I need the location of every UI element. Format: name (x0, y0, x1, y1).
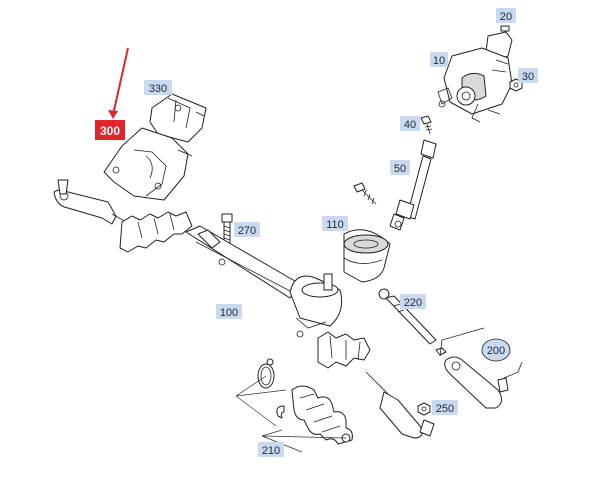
svg-text:330: 330 (149, 83, 167, 95)
callout-220[interactable]: 220 (400, 294, 426, 309)
callout-250[interactable]: 250 (432, 400, 458, 415)
callout-50[interactable]: 50 (390, 160, 410, 175)
part-110-boot-cap (343, 229, 391, 283)
part-250-nut (417, 402, 431, 416)
part-330-heat-shield (149, 93, 207, 143)
callout-200[interactable]: 200 (481, 338, 511, 362)
svg-text:200: 200 (487, 345, 505, 357)
svg-text:220: 220 (404, 297, 422, 309)
callout-10[interactable]: 10 (430, 52, 448, 67)
part-210-boot-kit (235, 358, 353, 453)
part-200-tie-rod-end (435, 327, 523, 409)
svg-text:100: 100 (220, 307, 238, 319)
part-270-bolt (221, 213, 233, 247)
svg-text:40: 40 (404, 119, 416, 131)
callout-270[interactable]: 270 (234, 222, 260, 237)
callout-110[interactable]: 110 (322, 216, 348, 231)
callout-20[interactable]: 20 (496, 8, 516, 23)
callout-330[interactable]: 330 (144, 80, 172, 95)
part-10-steering-column (437, 31, 513, 123)
svg-text:10: 10 (433, 55, 445, 67)
callout-30[interactable]: 30 (518, 68, 538, 83)
svg-text:110: 110 (326, 219, 344, 231)
part-300-heat-shield (103, 127, 193, 201)
part-100-steering-rack (53, 179, 435, 439)
part-40-bolt (420, 115, 433, 135)
part-clamp-bolt (353, 182, 377, 205)
callout-40[interactable]: 40 (400, 116, 420, 131)
svg-text:20: 20 (500, 11, 512, 23)
callout-300[interactable]: 300 (95, 120, 125, 140)
part-220-inner-tie-rod (378, 288, 437, 345)
svg-text:250: 250 (436, 403, 454, 415)
svg-text:50: 50 (394, 163, 406, 175)
callout-100[interactable]: 100 (216, 304, 242, 319)
svg-text:210: 210 (262, 445, 280, 457)
svg-text:300: 300 (100, 124, 120, 138)
part-50-intermediate-shaft (389, 139, 437, 231)
svg-text:270: 270 (238, 225, 256, 237)
callout-210[interactable]: 210 (258, 442, 284, 457)
svg-text:30: 30 (522, 71, 534, 83)
highlight-arrow (108, 47, 129, 119)
